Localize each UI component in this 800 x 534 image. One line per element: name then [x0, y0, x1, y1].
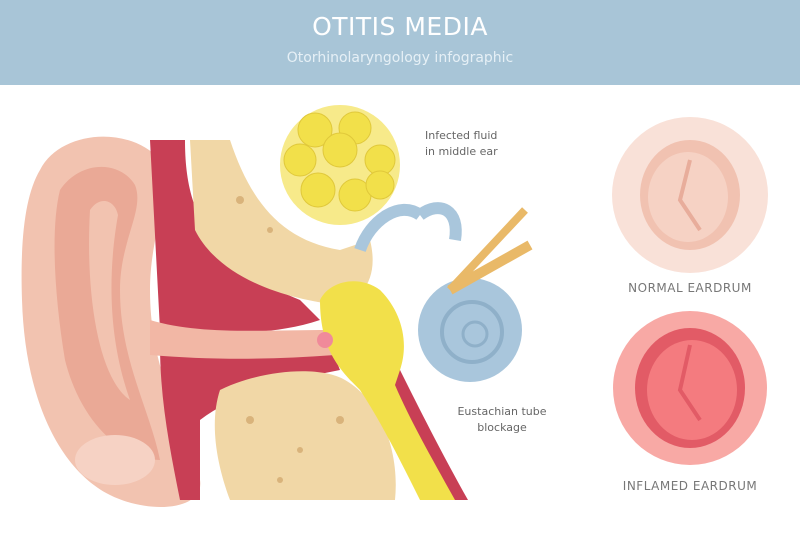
inflamed-eardrum-label: INFLAMED EARDRUM: [622, 479, 758, 493]
eustachian-line1: Eustachian tube: [457, 405, 547, 418]
ear-canal: [150, 140, 340, 500]
inner-ear-cochlea: [354, 202, 533, 382]
temporal-bone: [190, 140, 396, 500]
inflamed-eardrum-illustration: [613, 311, 767, 465]
middle-ear-fluid: [317, 281, 468, 500]
header-banner: OTITIS MEDIA Otorhinolaryngology infogra…: [0, 0, 800, 85]
infected-fluid-line2: in middle ear: [425, 145, 498, 158]
infected-fluid-label: Infected fluid in middle ear: [425, 128, 498, 160]
page-subtitle: Otorhinolaryngology infographic: [286, 50, 514, 66]
eustachian-line2: blockage: [477, 421, 527, 434]
eustachian-tube-label: Eustachian tube blockage: [452, 404, 552, 436]
normal-eardrum-illustration: [612, 117, 768, 273]
infected-fluid-line1: Infected fluid: [425, 129, 498, 142]
page-title: OTITIS MEDIA: [312, 12, 488, 41]
normal-eardrum-label: NORMAL EARDRUM: [628, 281, 752, 295]
infected-fluid-magnified: [280, 105, 400, 225]
